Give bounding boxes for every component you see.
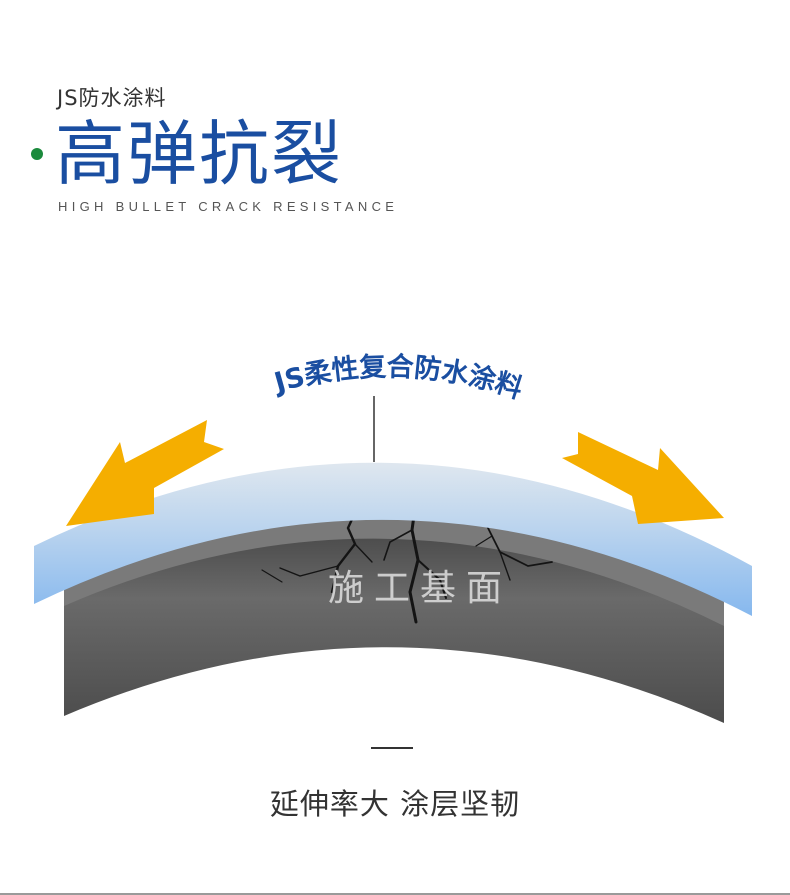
left-stretch-arrow xyxy=(66,420,224,526)
layer-diagram: JS柔性复合防水涂料 施工基面 xyxy=(34,351,752,723)
page-title-english: HIGH BULLET CRACK RESISTANCE xyxy=(58,199,399,214)
right-stretch-arrow xyxy=(562,432,724,524)
page-title: 高弹抗裂 xyxy=(55,113,343,195)
bullet-dot xyxy=(31,148,43,160)
tagline: 延伸率大 涂层坚韧 xyxy=(269,787,521,821)
product-subtitle: JS防水涂料 xyxy=(57,86,167,110)
substrate-label: 施工基面 xyxy=(328,568,512,609)
bottom-border xyxy=(0,893,790,895)
coating-label: JS柔性复合防水涂料 xyxy=(269,351,526,405)
substrate-layer xyxy=(64,531,724,723)
divider-dash xyxy=(371,747,413,749)
coating-layer xyxy=(34,462,752,616)
